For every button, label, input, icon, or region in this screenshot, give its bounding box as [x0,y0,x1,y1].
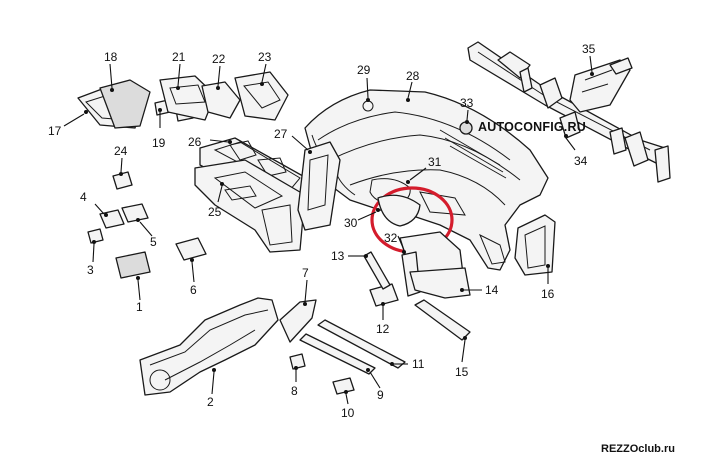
watermark-autoconfig: AUTOCONFIG.RU [478,120,586,134]
callout-5: 5 [150,235,157,249]
callout-3: 3 [87,263,94,277]
trim-7 [279,299,317,343]
switch-24 [112,171,133,190]
vent-22 [201,81,241,119]
callout-16: 16 [541,287,555,301]
callout-18: 18 [104,50,118,64]
cross-car-beam [467,41,671,183]
clip-33 [459,121,473,135]
callout-7: 7 [302,266,309,280]
side-vent-18 [99,79,151,129]
callout-labels: 18 21 22 23 17 19 24 26 25 27 29 28 33 3… [48,42,596,420]
callout-32: 32 [384,231,398,245]
switch-6 [175,237,207,261]
callout-17: 17 [48,124,62,138]
callout-29: 29 [357,63,371,77]
switch-3 [87,228,104,244]
clip-10 [332,377,355,395]
callout-9: 9 [377,388,384,402]
callout-12: 12 [376,322,390,336]
strip-9 [299,333,376,375]
callout-21: 21 [172,50,186,64]
callout-6: 6 [190,283,197,297]
callout-23: 23 [258,50,272,64]
module-1 [115,251,151,279]
watermark-rezzoclub: REZZOclub.ru [601,443,675,455]
callout-4: 4 [80,190,87,204]
switch-4 [99,209,125,229]
callout-24: 24 [114,144,128,158]
callout-14: 14 [485,283,499,297]
strip-11 [317,319,406,369]
callout-25: 25 [208,205,222,219]
rod-13 [363,251,391,290]
support-bracket [569,57,633,113]
callout-35: 35 [582,42,596,56]
callout-2: 2 [207,395,214,409]
center-console [139,297,279,396]
callout-26: 26 [188,135,202,149]
callout-8: 8 [291,384,298,398]
callout-28: 28 [406,69,420,83]
vent-panel [297,141,341,231]
handle-15 [414,299,471,341]
glovebox-bracket [377,194,421,227]
callout-13: 13 [331,249,345,263]
callout-27: 27 [274,127,288,141]
callout-30: 30 [344,216,358,230]
trim-14 [409,267,471,299]
callout-22: 22 [212,52,226,66]
callout-19: 19 [152,136,166,150]
clip-8 [289,353,306,370]
vent-23 [234,71,289,121]
callout-34: 34 [574,154,588,168]
callout-15: 15 [455,365,469,379]
callout-31: 31 [428,155,442,169]
leader-lines [63,55,594,405]
dashboard-panel [304,89,549,271]
callout-33: 33 [460,96,474,110]
switch-5 [121,203,149,223]
callout-11: 11 [412,357,425,371]
callout-1: 1 [136,300,143,314]
callout-10: 10 [341,406,355,420]
